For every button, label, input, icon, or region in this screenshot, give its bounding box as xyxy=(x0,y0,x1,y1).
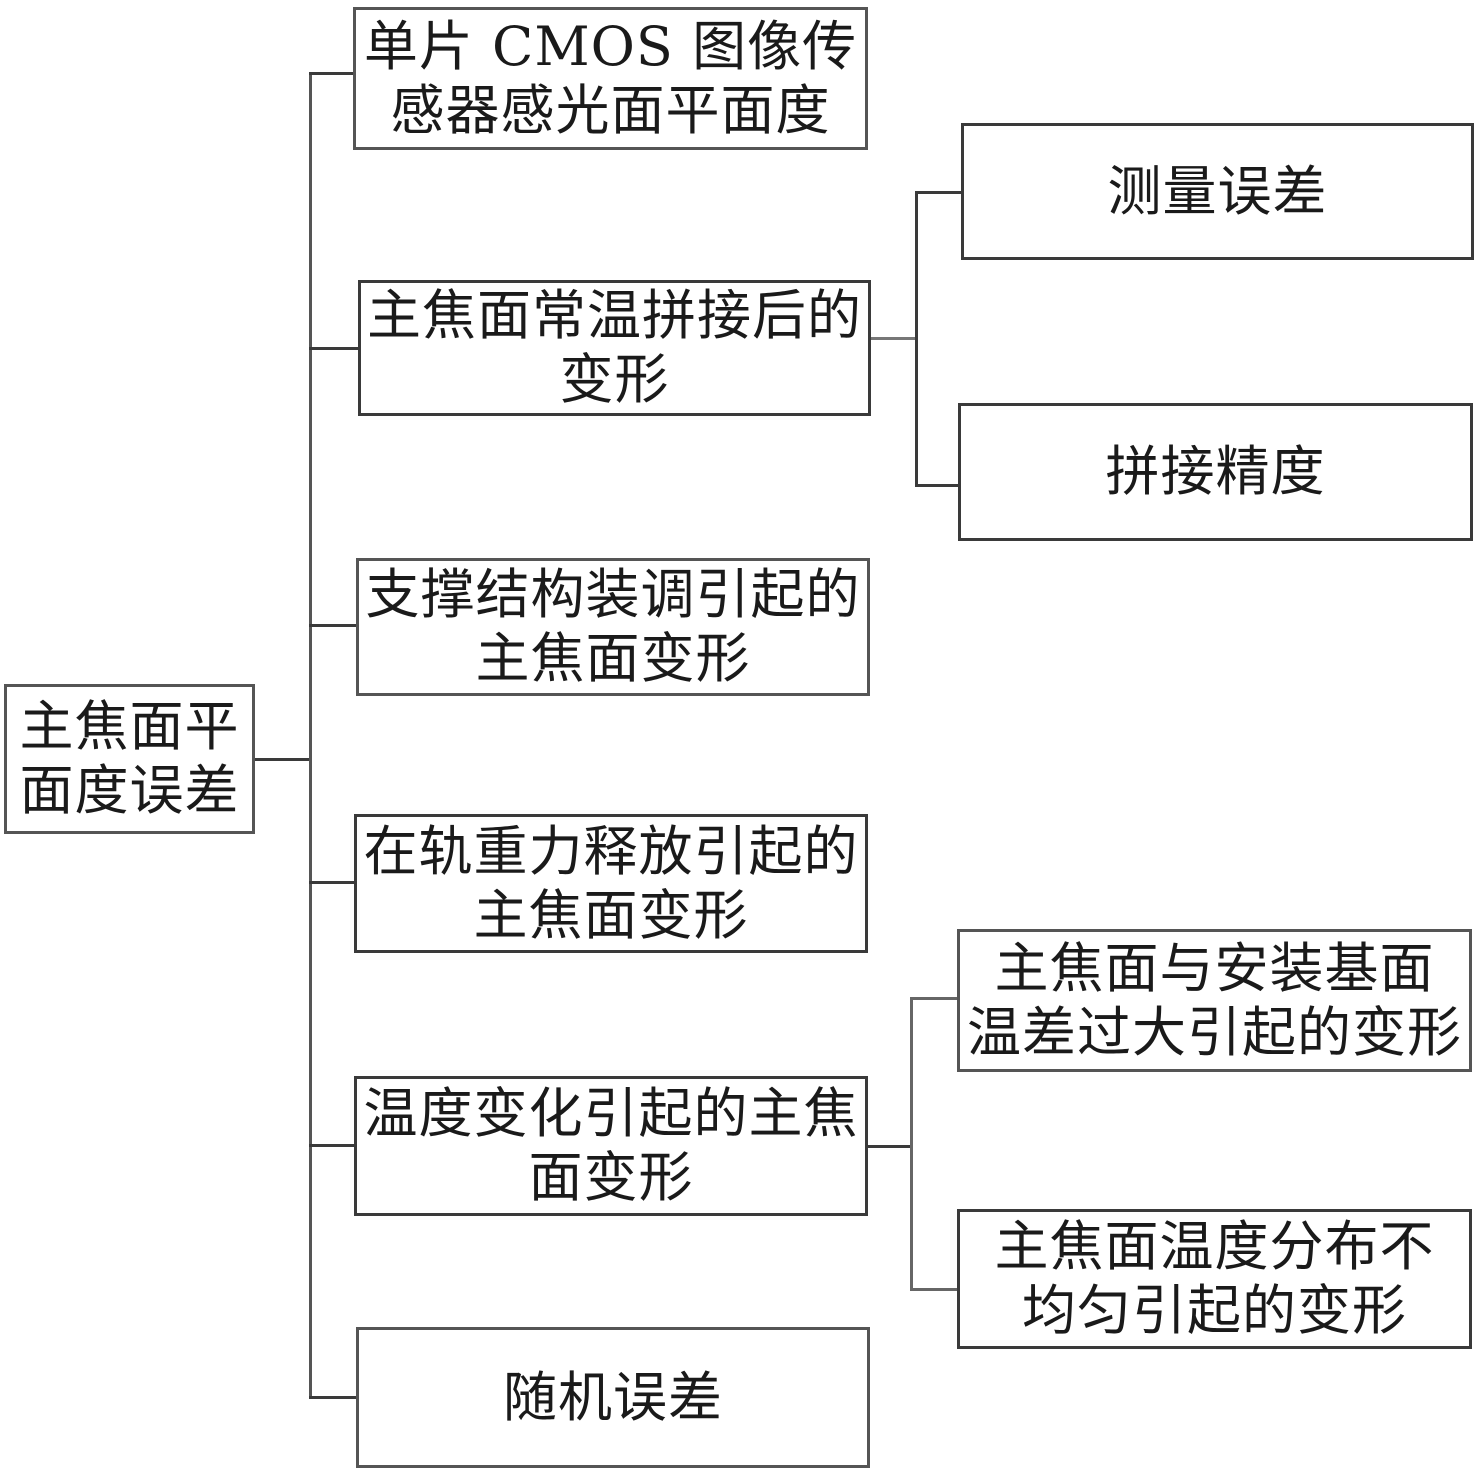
node-line: 随机误差 xyxy=(503,1365,723,1429)
sub-branch-5-2 xyxy=(910,1288,958,1291)
root-node-line-1: 主焦面平 xyxy=(19,695,240,758)
node-line: 主焦面与安装基面 xyxy=(994,936,1435,1000)
node-line: 变形 xyxy=(559,348,670,411)
node-line: 主焦面变形 xyxy=(473,883,749,947)
node-temperature-difference-deformation: 主焦面与安装基面 温差过大引起的变形 xyxy=(957,929,1472,1072)
sub-trunk-5 xyxy=(910,997,913,1290)
sub-connector-5 xyxy=(866,1145,913,1148)
node-line: 均匀引起的变形 xyxy=(1022,1279,1407,1342)
root-connector xyxy=(254,758,312,761)
node-line: 单片 CMOS 图像传 xyxy=(363,14,858,78)
node-line: 在轨重力释放引起的 xyxy=(363,819,859,883)
branch-connector-3 xyxy=(309,624,357,627)
main-trunk xyxy=(309,72,312,1399)
node-line: 主焦面温度分布不 xyxy=(994,1215,1435,1278)
branch-connector-6 xyxy=(309,1396,357,1399)
node-support-structure-deformation: 支撑结构装调引起的 主焦面变形 xyxy=(356,558,870,696)
branch-connector-4 xyxy=(309,881,355,884)
node-random-error: 随机误差 xyxy=(356,1327,870,1468)
node-line: 面变形 xyxy=(528,1146,694,1209)
node-line: 感器感光面平面度 xyxy=(390,78,831,142)
root-node: 主焦面平 面度误差 xyxy=(4,684,255,834)
node-uneven-temperature-deformation: 主焦面温度分布不 均匀引起的变形 xyxy=(957,1209,1472,1349)
node-line: 拼接精度 xyxy=(1105,440,1326,503)
sub-branch-2-2 xyxy=(915,484,959,487)
branch-connector-5 xyxy=(309,1144,355,1147)
branch-connector-2 xyxy=(309,347,359,350)
node-line: 主焦面变形 xyxy=(475,627,751,690)
node-line: 温差过大引起的变形 xyxy=(967,1000,1462,1064)
node-line: 测量误差 xyxy=(1107,159,1328,223)
sub-branch-2-1 xyxy=(915,191,962,194)
node-line: 支撑结构装调引起的 xyxy=(365,563,861,626)
node-stitching-deformation: 主焦面常温拼接后的 变形 xyxy=(358,280,871,416)
node-line: 主焦面常温拼接后的 xyxy=(367,284,862,347)
sub-connector-2 xyxy=(869,337,918,340)
root-node-line-2: 面度误差 xyxy=(19,759,240,822)
node-temperature-deformation: 温度变化引起的主焦 面变形 xyxy=(354,1076,868,1216)
sub-branch-5-1 xyxy=(910,997,958,1000)
node-gravity-release-deformation: 在轨重力释放引起的 主焦面变形 xyxy=(354,814,868,953)
branch-connector-1 xyxy=(309,72,354,75)
node-line: 温度变化引起的主焦 xyxy=(363,1082,859,1145)
node-cmos-flatness: 单片 CMOS 图像传 感器感光面平面度 xyxy=(353,7,868,150)
node-measurement-error: 测量误差 xyxy=(961,123,1474,260)
node-stitching-accuracy: 拼接精度 xyxy=(958,403,1473,541)
sub-trunk-2 xyxy=(915,191,918,486)
